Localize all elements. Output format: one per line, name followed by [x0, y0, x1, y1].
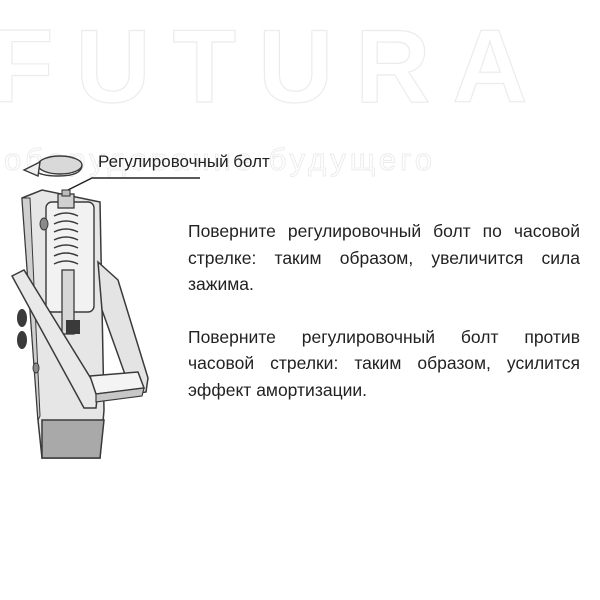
lever-arm [10, 260, 149, 409]
spring [53, 212, 79, 265]
plunger-rod [61, 269, 80, 335]
handle-grip [88, 371, 146, 403]
rotate-arrow-icon [22, 155, 83, 178]
instruction-clockwise: Поверните регулировочный болт по часовой… [188, 221, 580, 294]
instructions-block: Поверните регулировочный болт по часовой… [188, 218, 580, 429]
clamp-illustration [10, 155, 200, 459]
pivot-pins [17, 217, 49, 374]
watermark-graphic: FUTURA оборудование будущего [0, 8, 549, 177]
watermark: FUTURA оборудование будущего [0, 0, 600, 200]
instruction-counterclockwise: Поверните регулировочный болт против час… [188, 326, 580, 400]
adjustment-bolt-label: Регулировочный болт [98, 152, 270, 171]
adjustment-bolt [57, 189, 75, 209]
callout-leader [63, 177, 200, 193]
watermark-brand: FUTURA [0, 9, 549, 125]
